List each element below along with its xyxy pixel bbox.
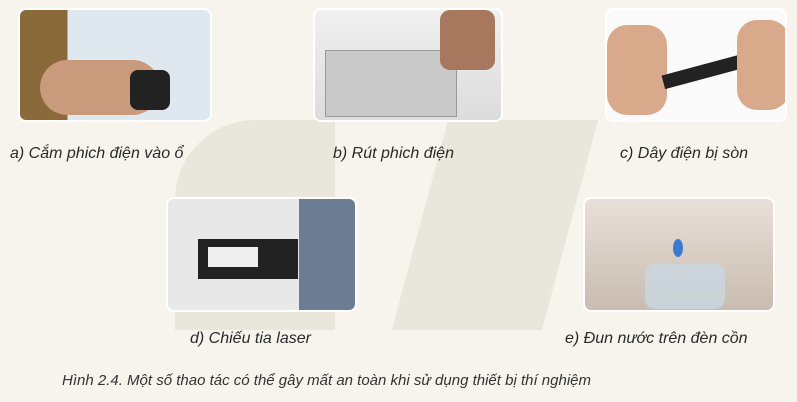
- figure-label-e: e) Đun nước trên đèn cồn: [565, 330, 748, 347]
- figure-label-d: d) Chiếu tia laser: [190, 330, 311, 347]
- figure-label-c: c) Dây điện bị sòn: [620, 145, 749, 162]
- figure-label-a: a) Cắm phich điện vào ổ: [10, 145, 184, 162]
- figure-caption: Hình 2.4. Một số thao tác có thể gây mất…: [62, 372, 591, 389]
- photo-damaged-wire: [605, 8, 787, 122]
- photo-unplug: [313, 8, 503, 122]
- photo-alcohol-lamp: [583, 197, 775, 312]
- photo-plug-in-socket: [18, 8, 212, 122]
- photo-laser: [166, 197, 357, 312]
- figure-label-b: b) Rút phich điện: [333, 145, 454, 162]
